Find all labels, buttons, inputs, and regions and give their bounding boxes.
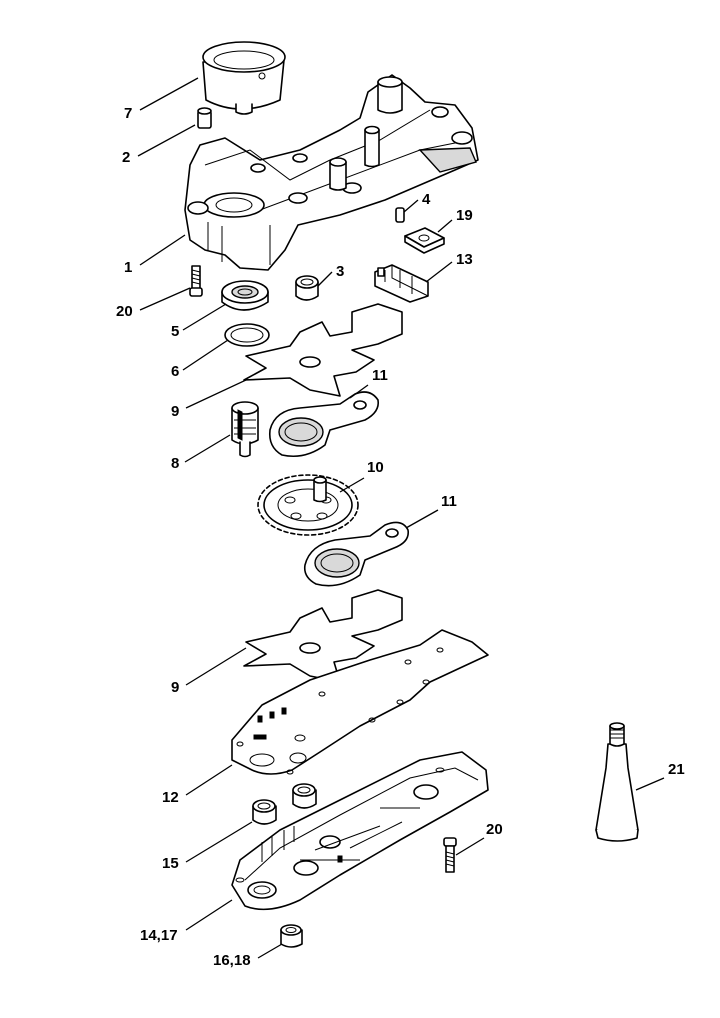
callout-21: 21 <box>668 761 685 778</box>
part-11-lever-upper <box>268 391 380 458</box>
callout-5: 5 <box>171 323 179 340</box>
leader-13 <box>425 261 453 283</box>
part-13-connector <box>374 264 429 303</box>
callout-19: 19 <box>456 207 473 224</box>
part-15-needle-bearing-left <box>252 799 277 825</box>
leader-10 <box>339 477 365 493</box>
leader-9-upper <box>185 379 247 409</box>
leader-6 <box>182 339 229 371</box>
part-8-pinion-gear <box>231 401 259 458</box>
part-9-spacer-plate-upper <box>243 303 403 397</box>
leader-8 <box>184 434 231 463</box>
leader-5 <box>182 303 227 331</box>
leader-lines <box>137 77 665 959</box>
part-5-ball-bearing <box>221 280 269 311</box>
part-16-18-plug <box>280 924 303 948</box>
callout-6: 6 <box>171 363 179 380</box>
callout-13: 13 <box>456 251 473 268</box>
part-19-square-washer <box>404 227 445 254</box>
leader-16-18 <box>257 943 283 959</box>
leader-7 <box>139 77 199 111</box>
part-21-grease-tube <box>595 722 639 842</box>
callout-1: 1 <box>124 259 132 276</box>
callout-9-lower: 9 <box>171 679 179 696</box>
callout-4: 4 <box>422 191 431 208</box>
part-4-dowel-pin <box>395 207 405 223</box>
callout-10: 10 <box>367 459 384 476</box>
callout-20-upper: 20 <box>116 303 133 320</box>
callout-11-upper: 11 <box>372 367 388 384</box>
leader-4 <box>403 199 419 213</box>
part-10-gear-wheel <box>257 474 359 536</box>
leader-15 <box>185 821 253 863</box>
leader-12 <box>185 764 233 796</box>
leader-11-lower <box>405 509 439 529</box>
leader-19 <box>437 219 453 233</box>
callout-15: 15 <box>162 855 179 872</box>
callout-2: 2 <box>122 149 130 166</box>
part-12-gasket <box>231 629 489 775</box>
callout-14-17: 14,17 <box>140 927 178 944</box>
callout-20-lower: 20 <box>486 821 503 838</box>
leader-20-upper <box>139 287 191 311</box>
callout-8: 8 <box>171 455 179 472</box>
leader-9-lower <box>185 647 247 686</box>
callout-16-18: 16,18 <box>213 952 251 969</box>
callout-12: 12 <box>162 789 179 806</box>
part-14-17-bottom-cover <box>231 751 489 911</box>
part-15-needle-bearing-right <box>292 783 317 809</box>
part-20-screw-upper <box>189 265 203 297</box>
leader-14-17 <box>185 899 233 931</box>
part-20-screw-lower <box>443 837 457 873</box>
callout-labels: 7 2 1 4 19 3 13 20 5 6 9 11 8 10 11 9 21… <box>116 105 685 969</box>
leader-3 <box>317 271 333 287</box>
leader-1 <box>139 234 186 266</box>
part-3-needle-bearing <box>295 275 319 301</box>
leader-11-upper <box>349 384 369 399</box>
part-9-spacer-plate-lower <box>243 589 403 683</box>
leader-2 <box>137 124 196 157</box>
callout-3: 3 <box>336 263 344 280</box>
leader-20-lower <box>455 837 485 856</box>
leader-21 <box>635 777 665 791</box>
callout-9-upper: 9 <box>171 403 179 420</box>
part-7-cup <box>202 41 286 115</box>
part-2-pin <box>197 107 212 129</box>
callout-11-lower: 11 <box>441 493 457 510</box>
part-1-gear-housing <box>184 74 479 271</box>
callout-7: 7 <box>124 105 132 122</box>
part-11-lever-lower <box>303 521 410 587</box>
part-6-ring <box>224 323 270 347</box>
